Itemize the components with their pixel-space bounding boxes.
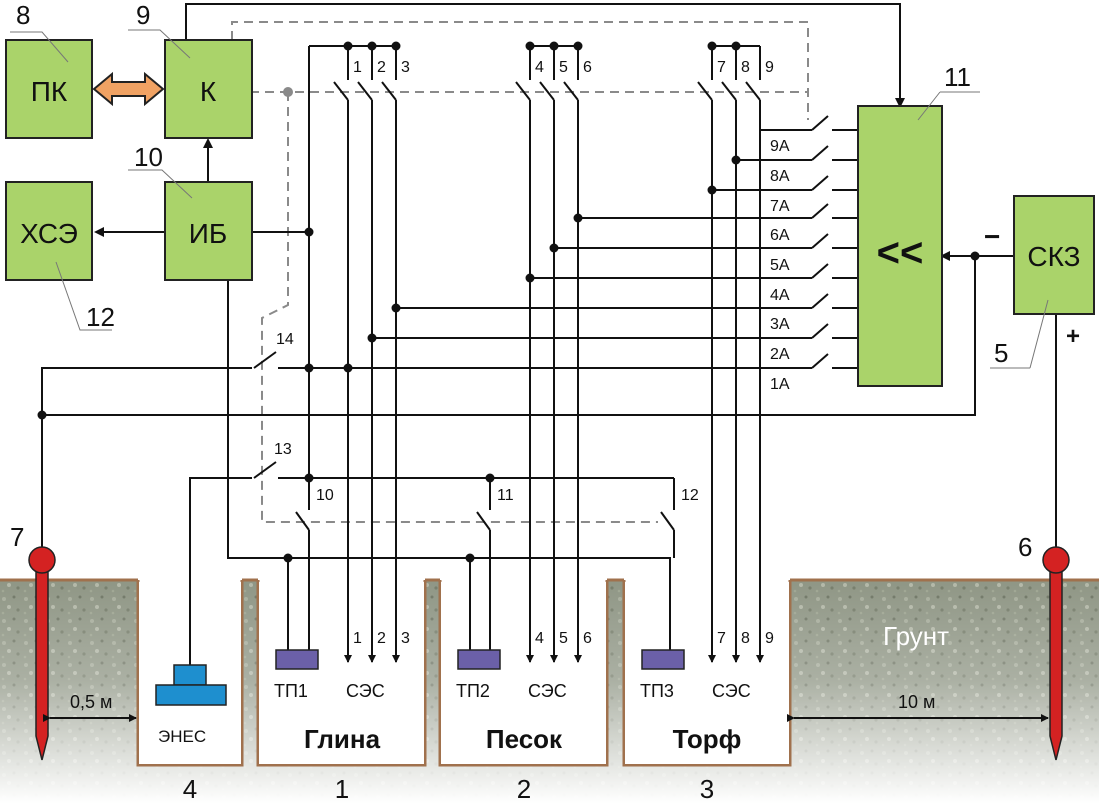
svg-text:2: 2 [377, 630, 386, 647]
block-ib-label: ИБ [189, 218, 228, 249]
svg-text:3: 3 [700, 774, 714, 803]
block-11: << [857, 105, 943, 387]
electrode-numbers: 1 2 3 4 5 6 7 8 9 [353, 630, 774, 647]
bidirectional-arrow-icon [92, 71, 165, 107]
svg-text:8: 8 [741, 630, 750, 647]
block-hse: ХСЭ [5, 181, 93, 281]
svg-text:7: 7 [717, 630, 726, 647]
block-hse-label: ХСЭ [20, 218, 78, 249]
svg-text:2A: 2A [770, 346, 790, 363]
svg-text:8: 8 [741, 59, 750, 76]
block-k-label: К [200, 76, 217, 107]
svg-text:СЭС: СЭС [712, 681, 751, 701]
enes-label: ЭНЕС [158, 727, 206, 746]
callout-7: 7 [10, 522, 24, 552]
control-bus-dashed [231, 21, 809, 523]
svg-text:1: 1 [335, 774, 349, 803]
callout-11: 11 [944, 62, 971, 92]
svg-text:1A: 1A [770, 376, 790, 393]
anode-electrode-6 [1042, 546, 1070, 761]
callout-5: 5 [994, 338, 1008, 368]
callout-12: 12 [86, 302, 115, 332]
svg-text:СЭС: СЭС [346, 681, 385, 701]
block-pk-label: ПК [31, 76, 68, 107]
svg-text:5: 5 [559, 59, 568, 76]
callout-6: 6 [1018, 532, 1032, 562]
block-pk: ПК [5, 39, 93, 139]
svg-text:6: 6 [583, 630, 592, 647]
svg-text:3A: 3A [770, 316, 790, 333]
svg-text:Глина: Глина [304, 724, 381, 754]
svg-text:0,5 м: 0,5 м [70, 692, 112, 712]
callout-9: 9 [136, 0, 150, 30]
svg-text:Песок: Песок [486, 724, 563, 754]
callout-8: 8 [16, 0, 30, 30]
sensor-labels: ТП1 ТП2 ТП3 СЭС СЭС СЭС ЭНЕС [158, 681, 751, 746]
enes-electrode [155, 664, 227, 706]
row-labels: 9A 8A 7A 6A 5A 4A 3A 2A 1A [770, 138, 790, 393]
block-11-symbol: << [877, 231, 924, 275]
svg-text:ТП3: ТП3 [640, 681, 674, 701]
switch-numbers: 1 2 3 4 5 6 7 8 9 10 11 12 [316, 59, 774, 504]
distance-labels: 0,5 м 10 м [70, 692, 935, 712]
svg-text:−: − [984, 221, 1000, 252]
svg-text:2: 2 [377, 59, 386, 76]
svg-text:10 м: 10 м [898, 692, 935, 712]
svg-text:9: 9 [765, 630, 774, 647]
switch-label-14: 14 [276, 331, 294, 348]
svg-text:3: 3 [401, 59, 410, 76]
callout-leaders [10, 29, 1049, 369]
callout-10: 10 [134, 142, 163, 172]
svg-text:1: 1 [353, 59, 362, 76]
callout-numbers: 8 9 10 11 12 5 7 6 13 14 [10, 0, 1032, 562]
svg-text:1: 1 [353, 630, 362, 647]
svg-text:11: 11 [497, 487, 514, 504]
svg-text:4: 4 [535, 59, 544, 76]
block-k: К [164, 39, 253, 139]
svg-text:ТП1: ТП1 [274, 681, 308, 701]
svg-text:10: 10 [316, 487, 334, 504]
svg-text:4: 4 [183, 774, 197, 803]
svg-text:5A: 5A [770, 257, 790, 274]
ground-label: Грунт [883, 621, 949, 651]
pit-numbers: 4 1 2 3 [183, 774, 714, 804]
junction-dots [37, 41, 980, 563]
sensor-tp2 [457, 649, 501, 670]
svg-text:2: 2 [517, 774, 531, 803]
svg-text:12: 12 [681, 487, 699, 504]
block-skz: СКЗ [1013, 195, 1095, 315]
svg-text:7: 7 [717, 59, 726, 76]
svg-text:7A: 7A [770, 198, 790, 215]
block-skz-label: СКЗ [1027, 241, 1080, 272]
svg-text:3: 3 [401, 630, 410, 647]
sensor-tp3 [641, 649, 685, 670]
block-ib: ИБ [164, 181, 253, 281]
reference-electrode-7 [28, 546, 56, 761]
svg-text:4: 4 [535, 630, 544, 647]
switch-label-13: 13 [274, 441, 292, 458]
svg-text:9: 9 [765, 59, 774, 76]
svg-text:СЭС: СЭС [528, 681, 567, 701]
svg-text:4A: 4A [770, 287, 790, 304]
svg-text:6: 6 [583, 59, 592, 76]
polarity-labels: − + [984, 221, 1080, 350]
svg-text:9A: 9A [770, 138, 790, 155]
sensor-tp1 [275, 649, 319, 670]
svg-text:ТП2: ТП2 [456, 681, 490, 701]
soil-labels: Глина Песок Торф [304, 724, 741, 754]
svg-text:Торф: Торф [673, 724, 742, 754]
svg-text:8A: 8A [770, 168, 790, 185]
svg-text:+: + [1066, 323, 1080, 350]
svg-text:5: 5 [559, 630, 568, 647]
svg-text:6A: 6A [770, 227, 790, 244]
